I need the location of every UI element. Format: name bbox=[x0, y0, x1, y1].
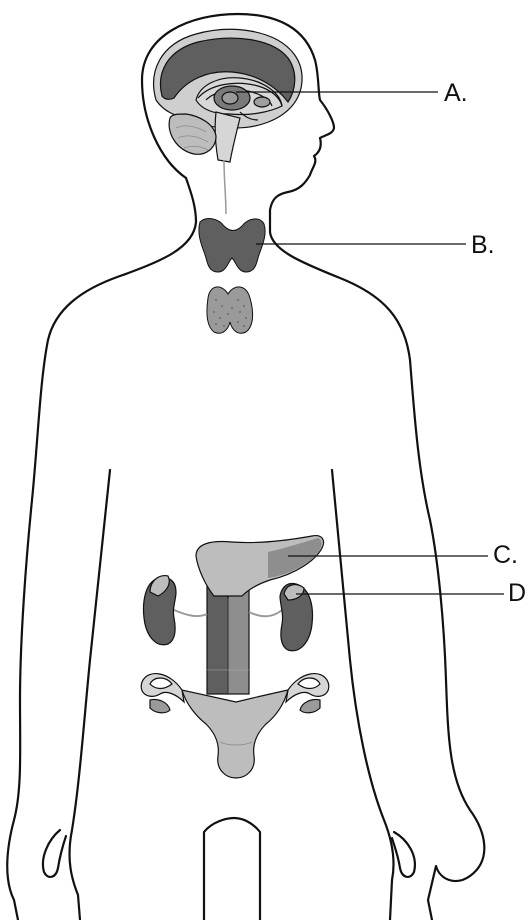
label-d: D bbox=[508, 581, 526, 606]
label-a: A. bbox=[444, 81, 468, 106]
vena-cava bbox=[228, 582, 249, 694]
ovary-right bbox=[300, 699, 320, 712]
brainstem bbox=[215, 112, 240, 162]
right-thumb bbox=[392, 832, 415, 877]
pituitary bbox=[254, 97, 270, 107]
uterus bbox=[182, 690, 288, 778]
inner-arm-left bbox=[70, 470, 110, 920]
label-c: C. bbox=[493, 543, 518, 568]
brain bbox=[154, 29, 302, 162]
body-outline bbox=[7, 14, 484, 920]
renal-vessel-left bbox=[174, 610, 207, 616]
aorta bbox=[207, 582, 228, 694]
thyroid bbox=[199, 219, 265, 272]
thyroid-gland bbox=[199, 219, 265, 272]
legs-divider bbox=[204, 818, 260, 920]
thymus bbox=[207, 287, 253, 333]
inner-arm-right bbox=[332, 470, 394, 920]
label-b: B. bbox=[471, 233, 495, 258]
ovary-left bbox=[150, 699, 170, 712]
thalamus-core bbox=[222, 92, 238, 104]
renal-vessel-right bbox=[249, 610, 282, 616]
thymus-gland bbox=[207, 287, 253, 333]
abdominal-organs bbox=[141, 536, 329, 778]
left-thumb bbox=[43, 830, 66, 877]
leader-lines bbox=[236, 92, 504, 594]
spinal-line bbox=[224, 160, 226, 214]
